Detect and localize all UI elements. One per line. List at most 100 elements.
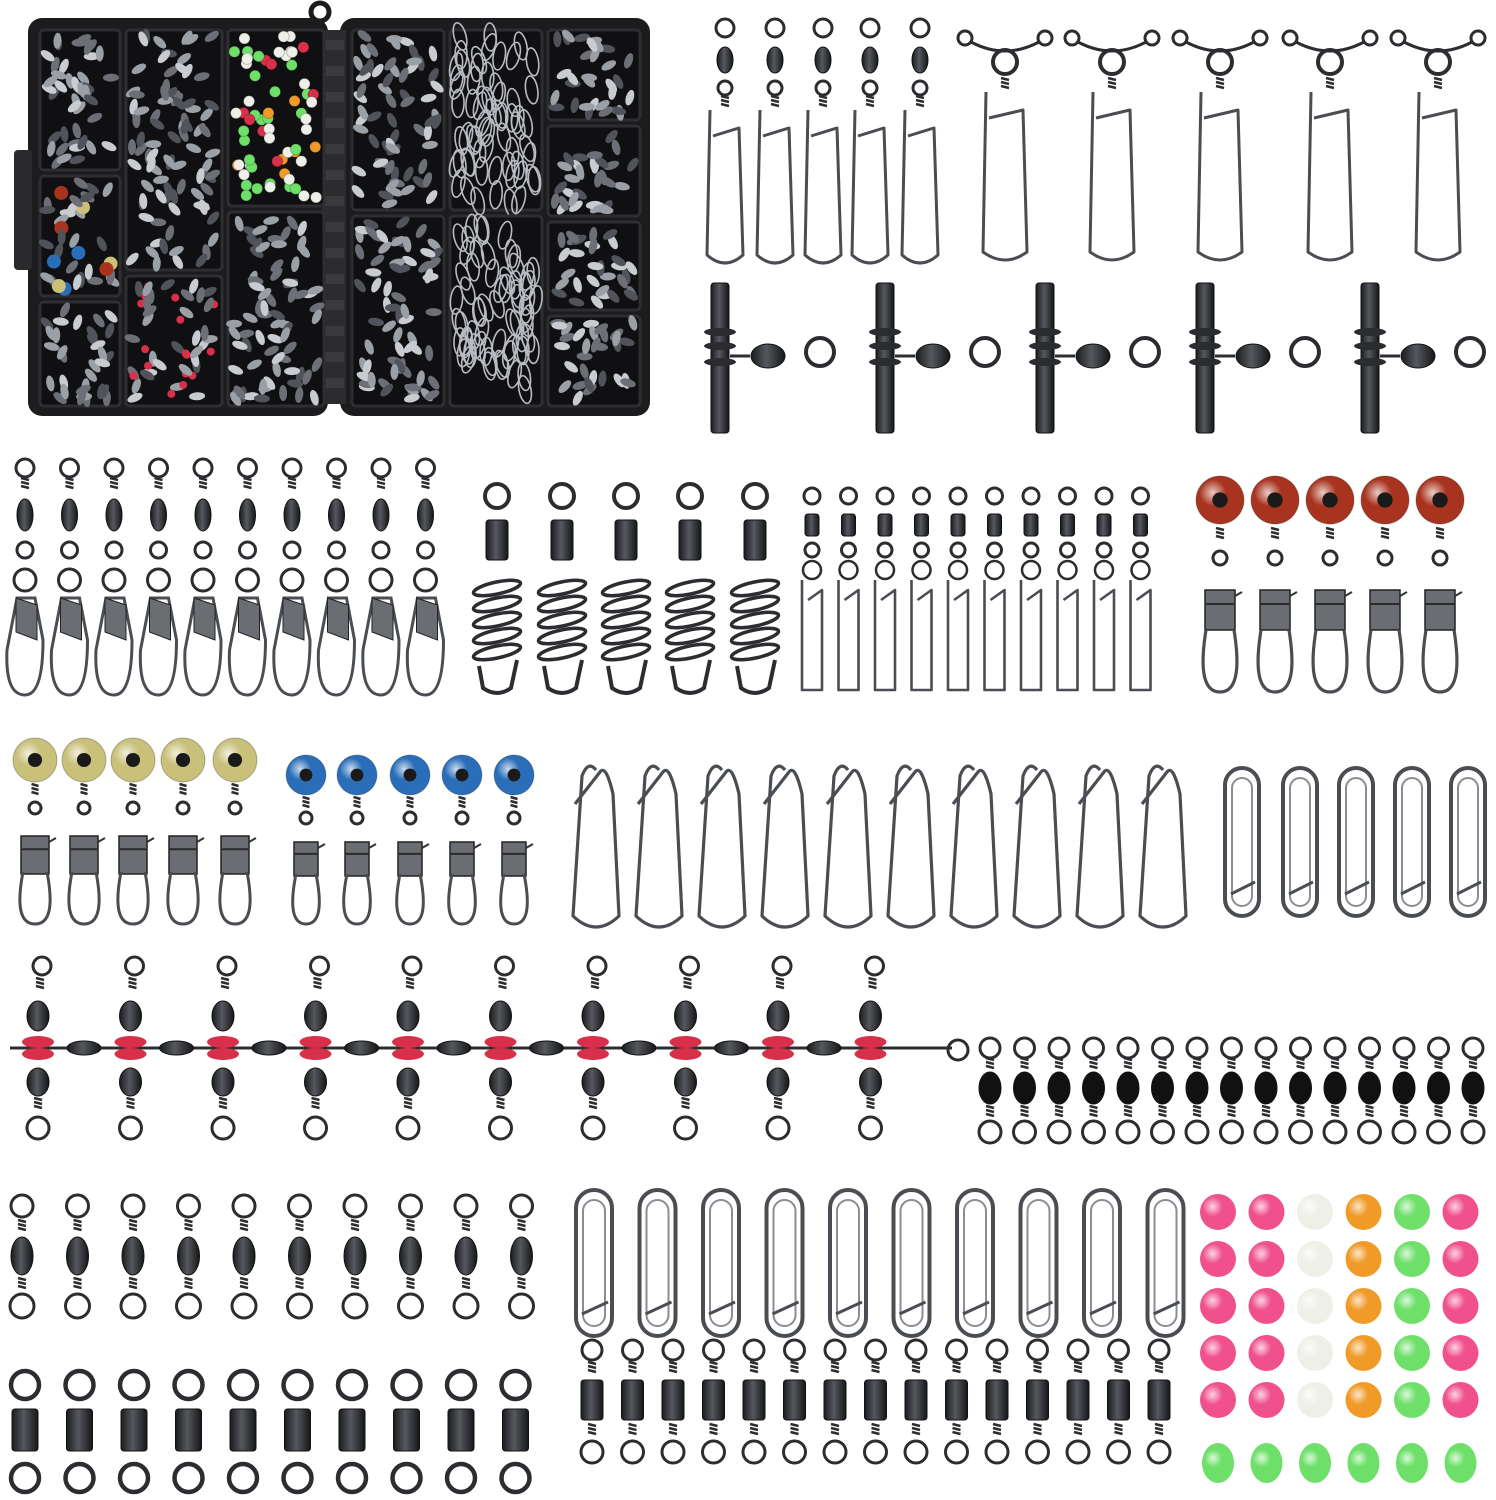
rolling-swivel xyxy=(117,1368,151,1495)
interlock-swivel xyxy=(316,457,357,697)
barrel-swivel xyxy=(119,1193,147,1320)
interlock-swivel xyxy=(5,457,45,697)
rolling-swivel-small xyxy=(579,1338,1172,1465)
cross-line-swivel xyxy=(577,955,657,1141)
sinker-slide xyxy=(61,737,107,926)
rolling-swivel xyxy=(1065,1338,1091,1465)
three-way-swivel xyxy=(1171,29,1269,262)
duolock xyxy=(1138,764,1188,929)
sinker-slide-yellow xyxy=(12,737,258,926)
fast-clip xyxy=(1223,766,1261,918)
interlock-swivel xyxy=(227,457,268,697)
sinker-slide-red xyxy=(1195,475,1465,694)
sinker-slide xyxy=(336,754,378,926)
sinker-slide xyxy=(1195,475,1245,694)
rolling-swivel xyxy=(660,1338,686,1465)
rolling-swivel xyxy=(390,1368,423,1495)
barrel-swivel xyxy=(1184,1036,1210,1145)
sinker-slide xyxy=(1415,475,1465,694)
rolling-swivel xyxy=(863,1338,888,1465)
corkscrew-swivel xyxy=(729,482,781,695)
cross-line-swivel xyxy=(762,955,842,1141)
barrel-swivel xyxy=(1115,1036,1141,1145)
tackle-box xyxy=(14,0,650,416)
t-turn xyxy=(1354,282,1486,434)
end-ring xyxy=(946,1038,970,1062)
rolling-swivel xyxy=(499,1368,532,1495)
fast-clip xyxy=(828,1188,868,1338)
three-way-swivel xyxy=(1281,29,1379,262)
cross-line-swivel xyxy=(299,955,379,1141)
cross-line-swivel xyxy=(114,955,194,1141)
interlock-swivel xyxy=(272,457,312,697)
rolling-swivel xyxy=(172,1368,205,1495)
three-way-snap-swivel xyxy=(956,29,1487,262)
rolling-swivel xyxy=(741,1338,767,1465)
three-way-swivel xyxy=(1389,29,1487,262)
cross-line-swivel xyxy=(22,955,102,1141)
fast-clip xyxy=(574,1188,1186,1338)
barrel-swivel xyxy=(8,1193,36,1320)
fast-clip xyxy=(891,1188,932,1338)
barrel-swivel xyxy=(1253,1036,1279,1145)
corkscrew-swivel xyxy=(664,482,716,695)
corkscrew-swivel xyxy=(471,482,523,695)
barrel-swivel xyxy=(1150,1036,1175,1145)
sinker-slide xyxy=(1360,475,1410,694)
t-turn xyxy=(1029,282,1161,434)
spiral-corkscrew-swivel xyxy=(471,482,781,695)
interlock-snap-swivel xyxy=(5,457,446,697)
barrel-swivel xyxy=(977,1036,1003,1145)
rolling-swivel xyxy=(1025,1338,1050,1465)
barrel-swivel xyxy=(508,1193,535,1320)
sinker-slide xyxy=(1250,475,1300,694)
rolling-swivel xyxy=(1106,1338,1131,1465)
interlock-swivel xyxy=(94,457,134,697)
corkscrew-swivel xyxy=(600,482,652,695)
snap-swivel xyxy=(803,17,843,265)
fast-clip xyxy=(1281,766,1319,918)
snap-swivel xyxy=(705,17,745,265)
sinker-slide xyxy=(110,737,156,926)
cross-line-swivel xyxy=(854,955,887,1141)
barrel-swivel xyxy=(286,1193,313,1320)
fast-clip xyxy=(574,1188,614,1338)
barrel-swivel xyxy=(1219,1036,1244,1145)
rolling-swivel xyxy=(579,1338,605,1465)
duolock-snap xyxy=(571,764,1188,929)
sinker-slide xyxy=(212,737,258,926)
mini-snap-swivel xyxy=(946,486,970,692)
rolling-swivel xyxy=(63,1368,96,1495)
snap-swivel-small xyxy=(705,17,940,265)
interlock-swivel xyxy=(49,457,90,697)
rolling-swivel xyxy=(8,1368,42,1495)
interlock-swivel xyxy=(405,457,446,697)
rolling-swivel-large xyxy=(8,1368,532,1495)
t-turn xyxy=(869,282,1001,434)
interlock-swivel xyxy=(138,457,179,697)
sinker-slide xyxy=(12,737,58,926)
snap-swivel xyxy=(850,17,890,265)
snap-swivel xyxy=(900,17,940,265)
rolling-swivel xyxy=(903,1338,929,1465)
fast-clip xyxy=(1082,1188,1122,1338)
rolling-swivel xyxy=(335,1368,369,1495)
t-turn xyxy=(1189,282,1321,434)
barrel-swivel-medium xyxy=(8,1193,535,1320)
duolock xyxy=(1075,764,1125,929)
barrel-swivel xyxy=(397,1193,424,1320)
barrel-swivel xyxy=(1046,1036,1072,1145)
mini-snap-swivel xyxy=(873,486,897,692)
fast-clip xyxy=(1018,1188,1059,1338)
rolling-swivel xyxy=(701,1338,726,1465)
rolling-swivel xyxy=(444,1368,478,1495)
barrel-swivel xyxy=(1081,1036,1106,1145)
rolling-swivel xyxy=(944,1338,969,1465)
cross-line-swivel xyxy=(484,955,564,1141)
barrel-swivel xyxy=(452,1193,480,1320)
barrel-swivel xyxy=(1288,1036,1313,1145)
rolling-swivel xyxy=(822,1338,848,1465)
interlock-swivel xyxy=(361,457,401,697)
t-turn xyxy=(704,282,836,434)
